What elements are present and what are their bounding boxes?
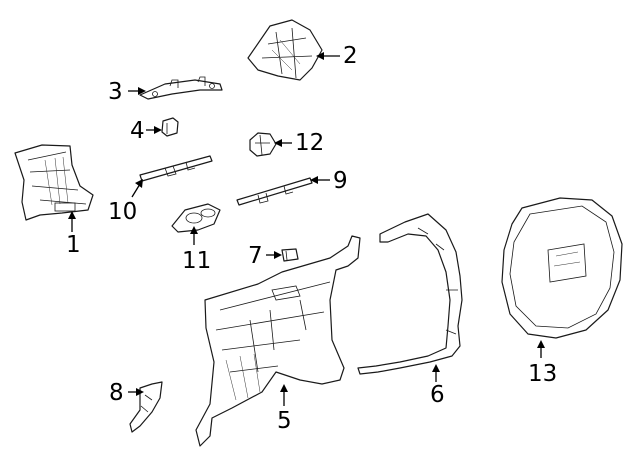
part-8-bracket[interactable] xyxy=(129,381,163,433)
callout-4: 4 xyxy=(130,118,145,144)
callout-7: 7 xyxy=(248,243,263,269)
callout-13: 13 xyxy=(528,361,557,387)
callout-10: 10 xyxy=(108,199,137,225)
callout-8: 8 xyxy=(109,380,124,406)
part-6-opening-trim[interactable] xyxy=(357,213,463,375)
callout-2: 2 xyxy=(343,43,358,69)
part-12-retainer[interactable] xyxy=(249,132,277,157)
callout-6: 6 xyxy=(430,382,445,408)
callout-1: 1 xyxy=(66,232,81,258)
part-9-strip[interactable] xyxy=(236,177,313,206)
part-1-pillar-trim[interactable] xyxy=(14,144,94,221)
leader-lines xyxy=(68,52,545,406)
part-3-clip-rail[interactable] xyxy=(139,76,223,100)
part-5-quarter-trim-panel[interactable] xyxy=(195,235,361,447)
part-11-cup-holder[interactable] xyxy=(171,203,221,233)
callout-11: 11 xyxy=(182,248,211,274)
callout-3: 3 xyxy=(108,79,123,105)
part-13-spare-tire-cover[interactable] xyxy=(501,197,623,339)
callout-9: 9 xyxy=(333,168,348,194)
callout-12: 12 xyxy=(295,130,324,156)
callout-5: 5 xyxy=(277,408,292,434)
part-7-clip[interactable] xyxy=(281,248,299,262)
part-4-clip[interactable] xyxy=(161,117,179,137)
part-2-upper-bracket[interactable] xyxy=(247,19,323,81)
part-10-strip[interactable] xyxy=(139,155,213,182)
